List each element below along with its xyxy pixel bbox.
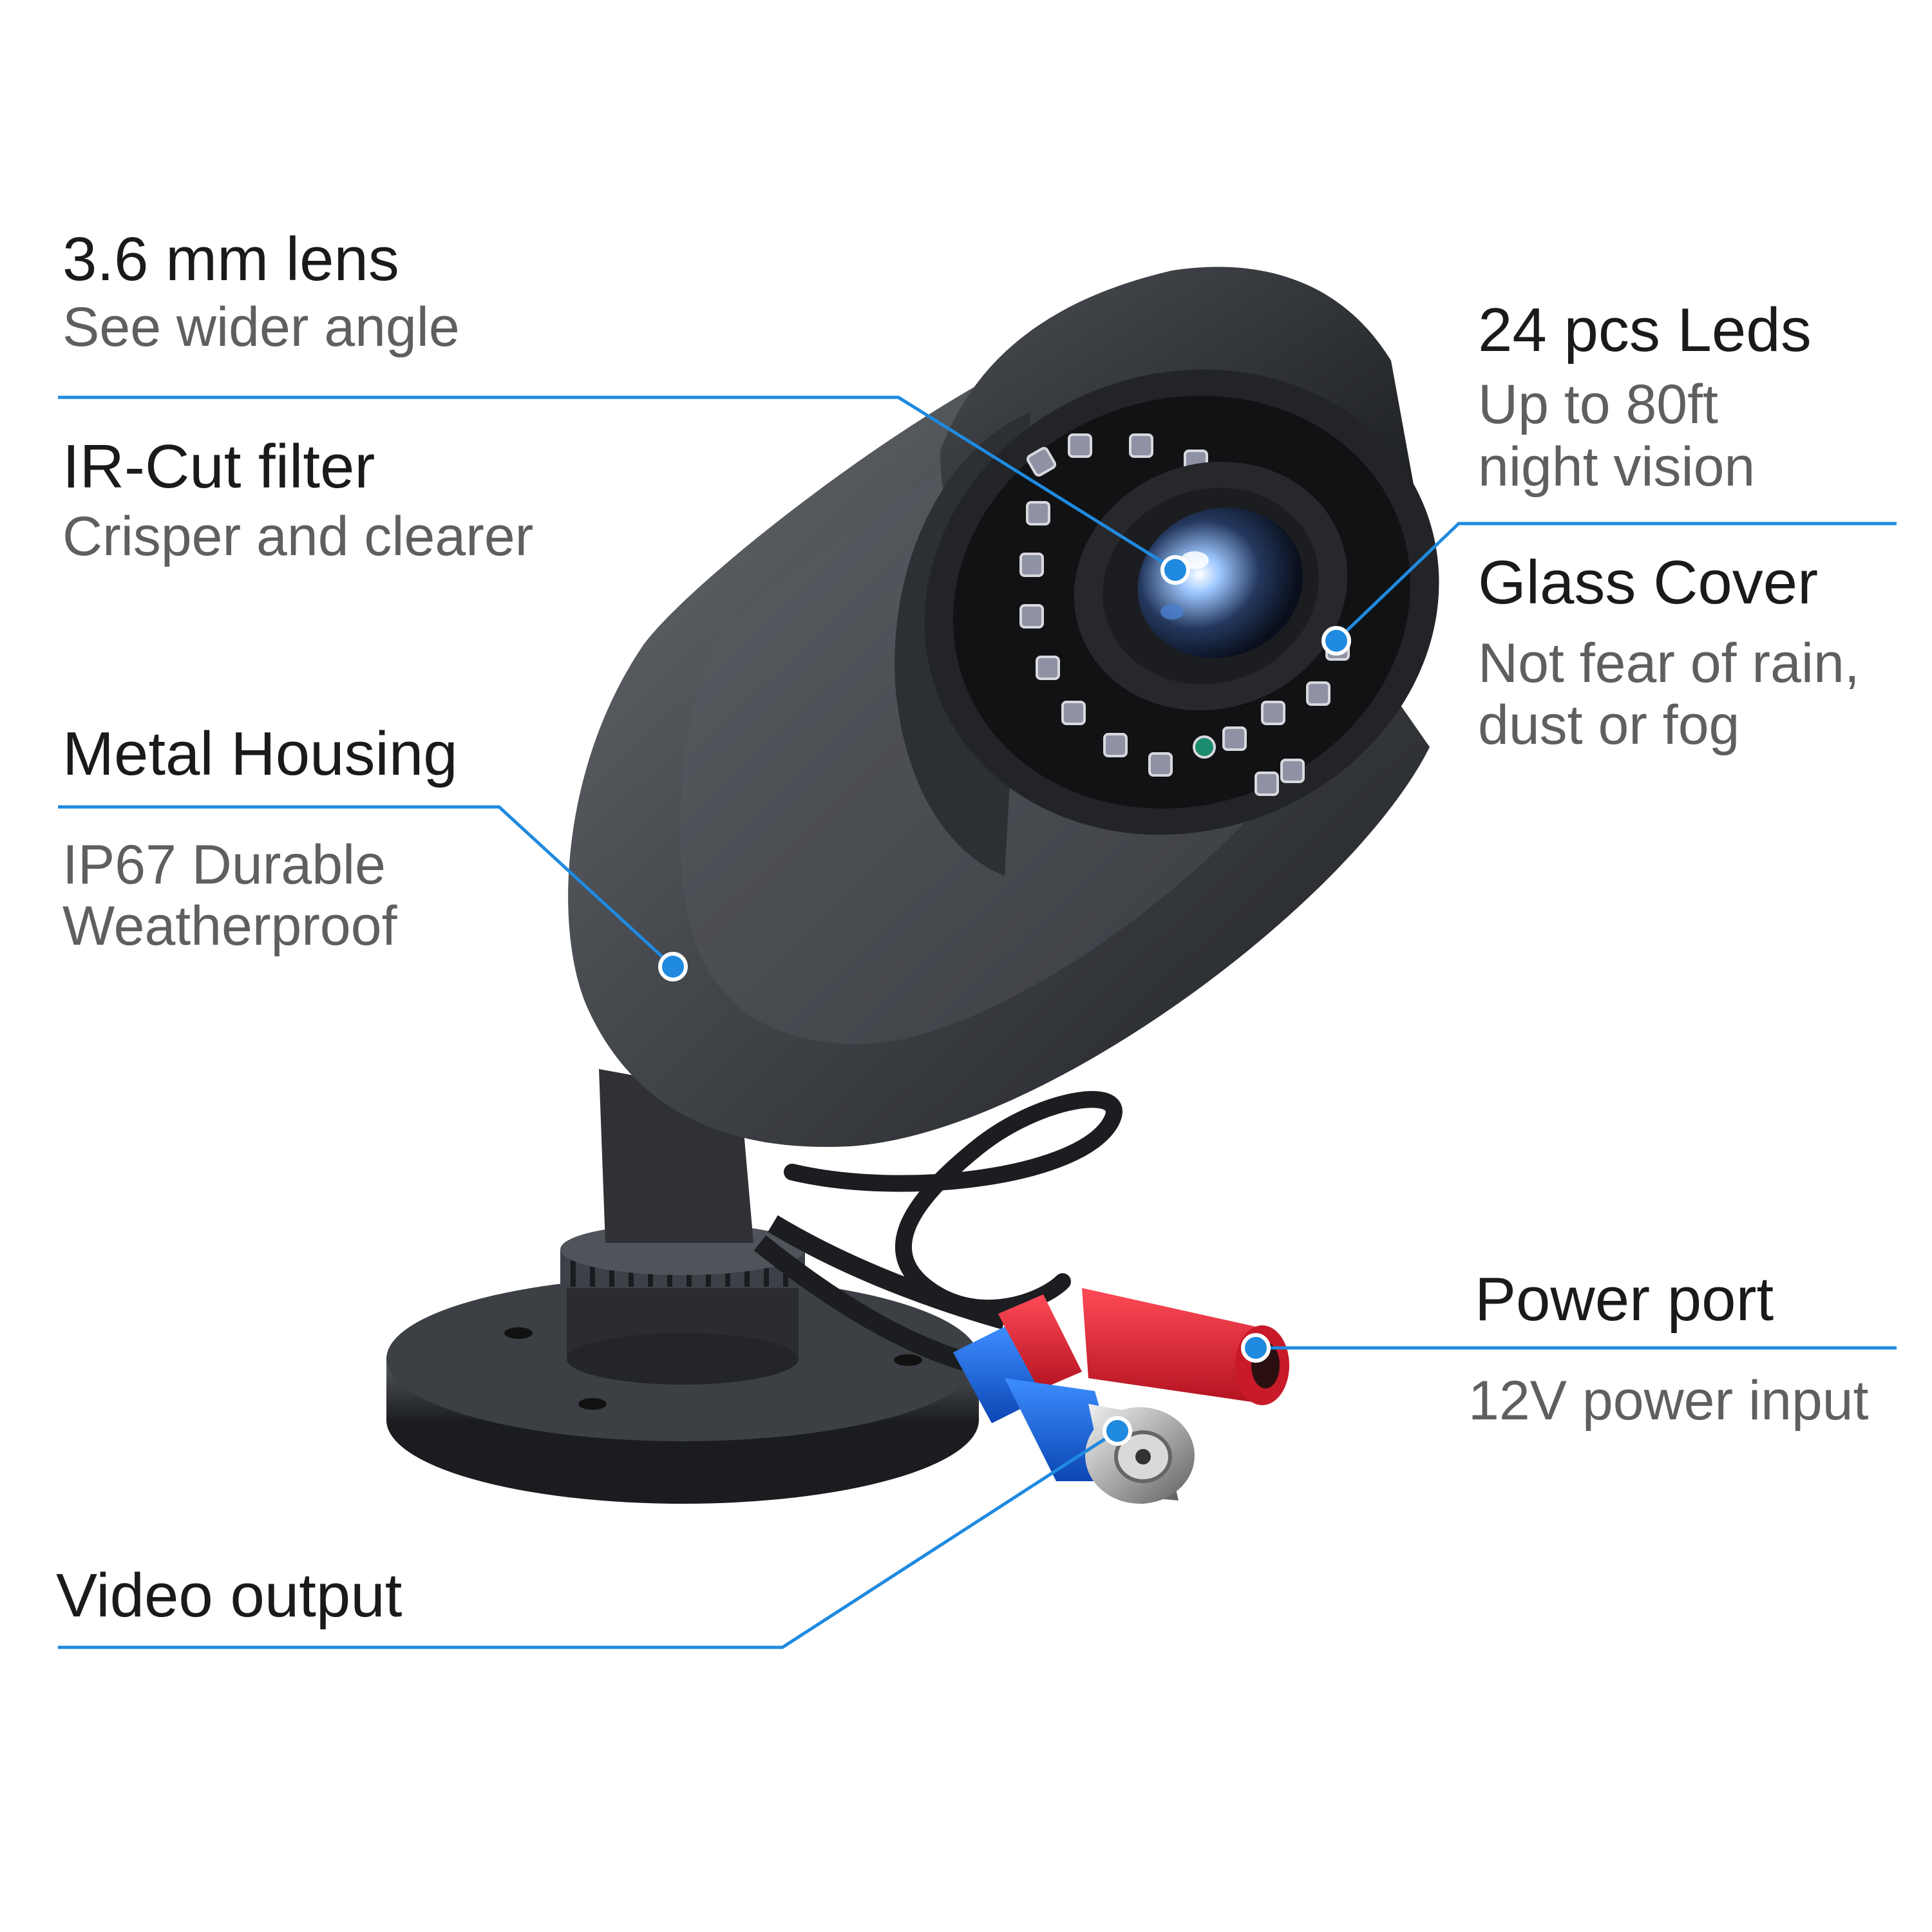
callout-line-video bbox=[58, 1429, 1119, 1649]
ircut-subtitle: Crisper and clearer bbox=[62, 506, 534, 567]
callout-line-lens bbox=[58, 395, 1177, 572]
callout-dot-power bbox=[1241, 1333, 1271, 1363]
leds-line-2: night vision bbox=[1478, 436, 1756, 498]
callout-dot-glass bbox=[1321, 626, 1351, 656]
housing-line-1: IP67 Durable bbox=[62, 834, 386, 896]
callout-dot-video bbox=[1103, 1416, 1132, 1446]
glass-line-1: Not fear of rain, bbox=[1478, 632, 1860, 694]
leds-line-1: Up to 80ft bbox=[1478, 374, 1718, 435]
power-connector bbox=[998, 1288, 1289, 1405]
leds-title: 24 pcs Leds bbox=[1478, 296, 1812, 365]
housing-title: Metal Housing bbox=[62, 719, 458, 788]
lens-subtitle: See wider angle bbox=[62, 296, 460, 358]
ir-led-ring bbox=[1019, 433, 1350, 796]
callout-dot-lens bbox=[1160, 555, 1190, 585]
housing-line-2: Weatherproof bbox=[62, 895, 397, 957]
lens-glass bbox=[1137, 507, 1303, 658]
power-subtitle: 12V power input bbox=[1468, 1370, 1869, 1432]
camera-front-face bbox=[924, 369, 1439, 835]
ircut-title: IR-Cut filter bbox=[62, 432, 375, 501]
power-title: Power port bbox=[1475, 1265, 1774, 1334]
callout-dot-housing bbox=[658, 952, 688, 981]
video-title: Video output bbox=[56, 1561, 402, 1630]
lens-title: 3.6 mm lens bbox=[62, 225, 399, 294]
glass-line-2: dust or fog bbox=[1478, 694, 1740, 756]
glass-title: Glass Cover bbox=[1478, 548, 1819, 617]
callout-line-housing bbox=[58, 805, 674, 968]
callout-line-glass bbox=[1335, 522, 1897, 642]
light-sensor bbox=[1193, 735, 1216, 759]
